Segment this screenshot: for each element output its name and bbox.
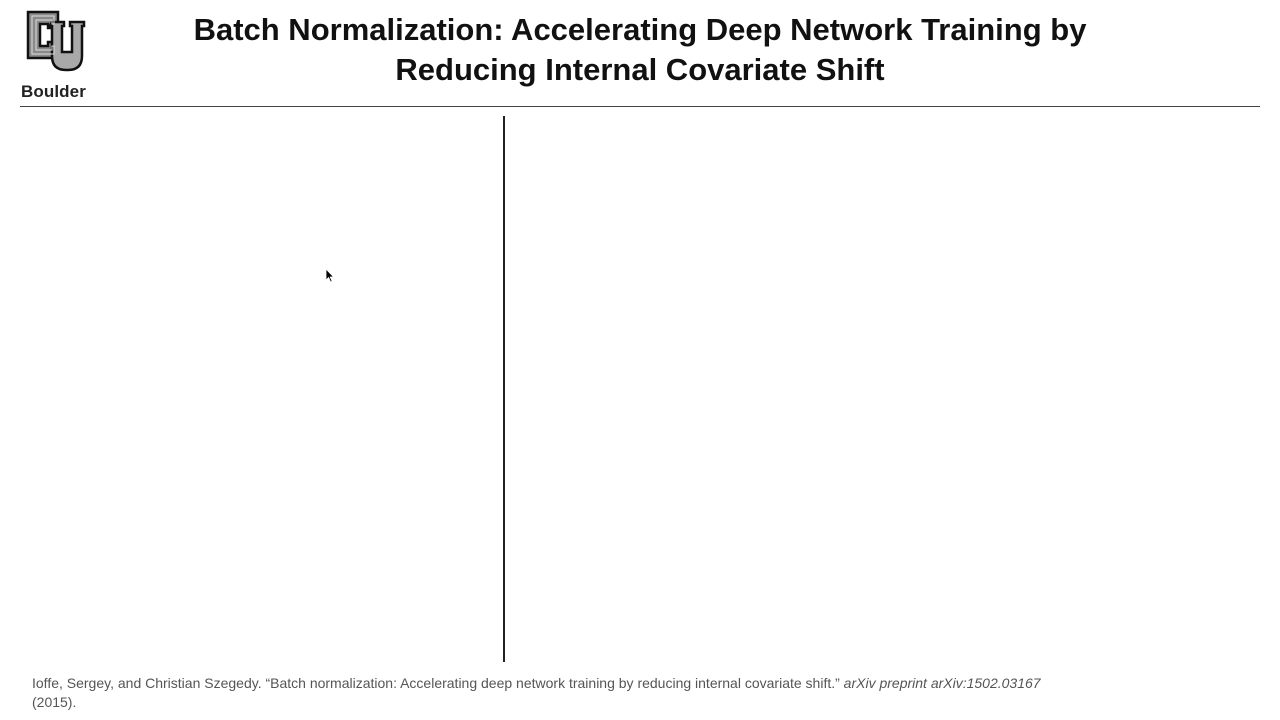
right-content-panel xyxy=(510,116,1260,662)
citation-year: (2015). xyxy=(32,694,77,710)
slide-title: Batch Normalization: Accelerating Deep N… xyxy=(130,10,1150,90)
citation: Ioffe, Sergey, and Christian Szegedy. “B… xyxy=(32,674,1252,712)
slide-title-line-1: Batch Normalization: Accelerating Deep N… xyxy=(193,12,1087,47)
mouse-pointer-icon xyxy=(325,268,335,283)
citation-venue: arXiv preprint arXiv:1502.03167 xyxy=(843,675,1041,691)
left-content-panel xyxy=(20,116,500,662)
column-divider xyxy=(503,116,505,662)
citation-authors: Ioffe, Sergey, and Christian Szegedy. xyxy=(32,675,262,691)
cu-boulder-logo: Boulder xyxy=(18,8,94,101)
header-divider xyxy=(20,106,1260,107)
cu-logo-icon xyxy=(26,10,86,72)
citation-paper-title: “Batch normalization: Accelerating deep … xyxy=(265,675,840,691)
logo-label: Boulder xyxy=(21,82,86,101)
slide-title-line-2: Reducing Internal Covariate Shift xyxy=(395,52,885,87)
